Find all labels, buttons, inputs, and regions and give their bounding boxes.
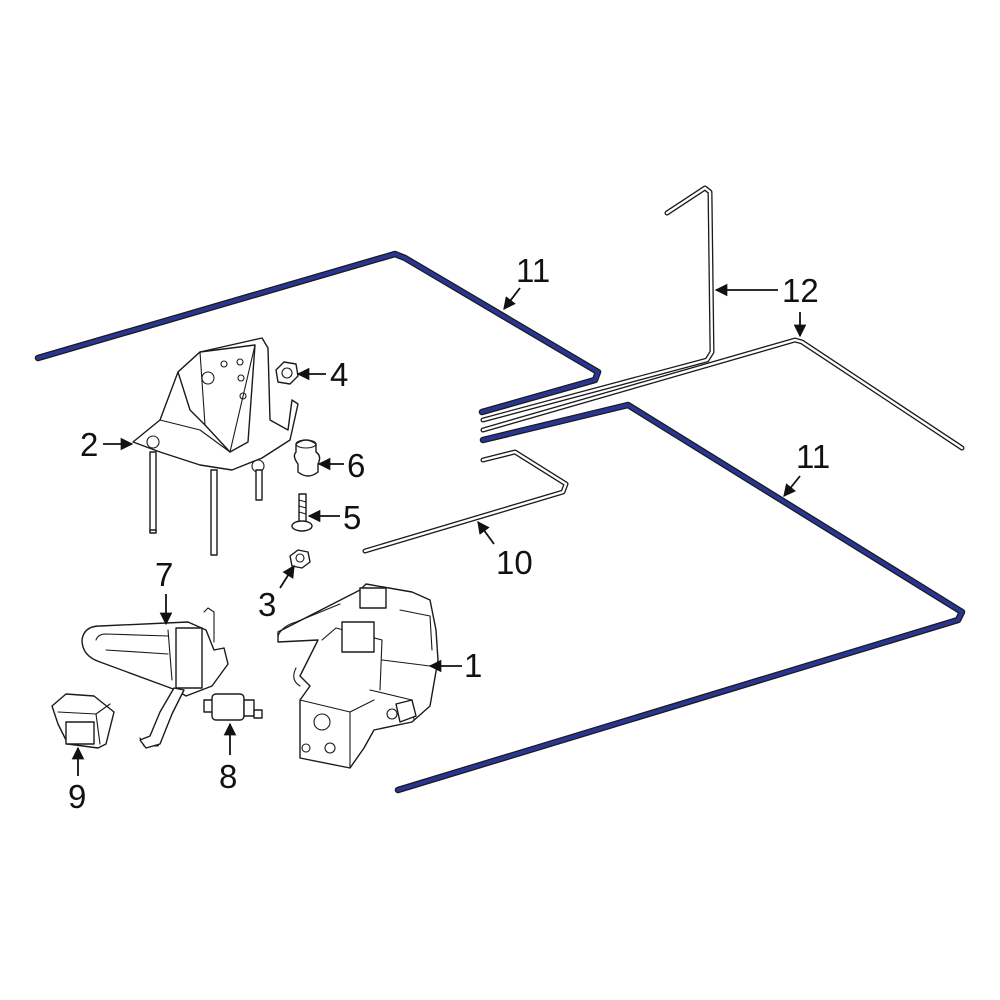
callout-8: 8 <box>219 758 237 795</box>
bolt-5[interactable] <box>291 493 313 532</box>
callout-7: 7 <box>155 556 173 593</box>
compressor-bracket[interactable] <box>132 337 299 556</box>
callout-1: 1 <box>464 647 482 684</box>
callout-2: 2 <box>80 426 98 463</box>
leader-3 <box>279 564 295 589</box>
air-line-10[interactable] <box>362 449 569 554</box>
callout-12: 12 <box>782 272 819 309</box>
relay-9[interactable] <box>51 693 115 749</box>
air-line-lower[interactable] <box>394 401 966 794</box>
callout-11-lower: 11 <box>796 438 830 475</box>
air-line-upper[interactable] <box>34 250 602 416</box>
nut-3[interactable] <box>289 549 311 569</box>
callout-9: 9 <box>68 778 86 815</box>
nut-4[interactable] <box>275 361 299 385</box>
callout-5: 5 <box>343 499 361 536</box>
grommet-6[interactable] <box>293 439 321 477</box>
filter-8[interactable] <box>203 693 263 721</box>
valve-block[interactable] <box>81 607 229 749</box>
air-line-12[interactable] <box>480 185 965 451</box>
leader-11b <box>783 475 801 497</box>
callout-11-upper: 11 <box>516 252 550 289</box>
leaders <box>71 283 807 776</box>
leader-10 <box>477 520 495 545</box>
callout-6: 6 <box>347 447 365 484</box>
air-compressor[interactable] <box>277 583 439 769</box>
leader-11a <box>503 287 521 311</box>
callout-4: 4 <box>330 356 348 393</box>
callouts: 1 2 3 4 5 6 7 8 9 10 11 11 12 <box>68 252 830 815</box>
callout-3: 3 <box>258 586 276 623</box>
callout-10: 10 <box>496 544 533 581</box>
